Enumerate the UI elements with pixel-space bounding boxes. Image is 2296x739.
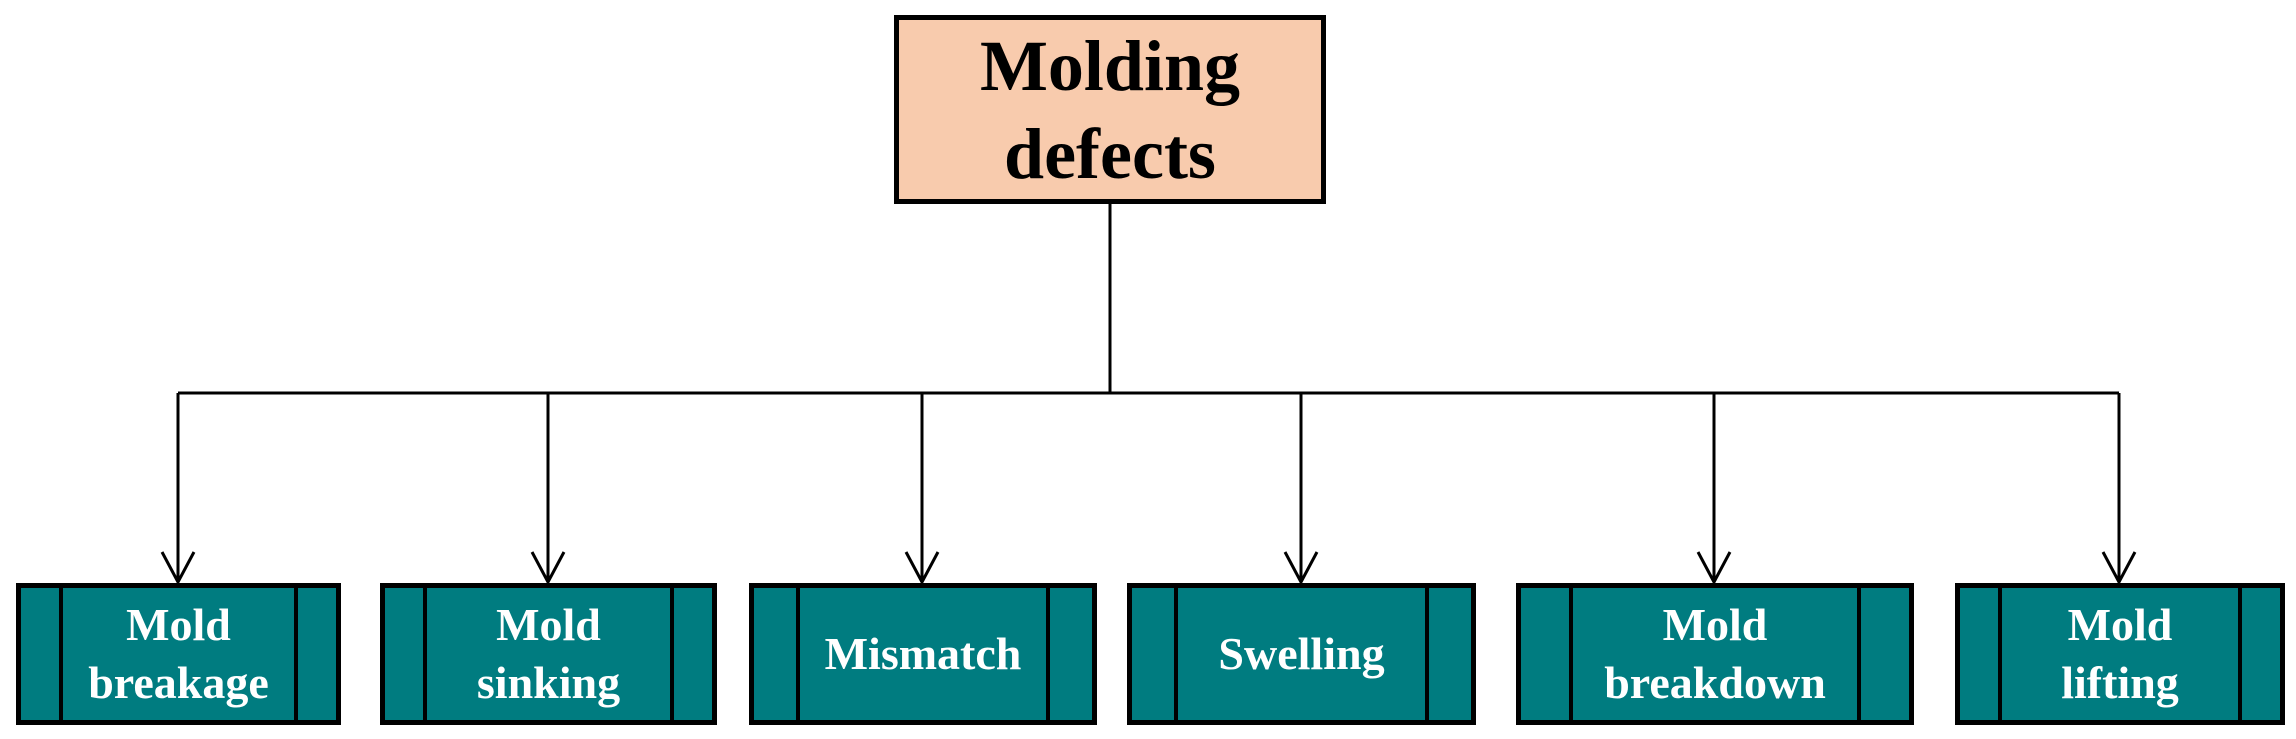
node-side-bar-left bbox=[1521, 588, 1573, 720]
child-node-mold-lifting: Mold lifting bbox=[1955, 583, 2285, 725]
node-side-bar-left bbox=[21, 588, 63, 720]
node-side-bar-left bbox=[385, 588, 427, 720]
node-side-bar-left bbox=[1960, 588, 2002, 720]
node-side-bar-right bbox=[1046, 588, 1092, 720]
node-side-bar-right bbox=[2238, 588, 2280, 720]
child-node-mismatch: Mismatch bbox=[749, 583, 1097, 725]
arrowhead-icon bbox=[1696, 551, 1732, 586]
child-node-mold-breakage: Mold breakage bbox=[16, 583, 341, 725]
child-node-mold-breakdown: Mold breakdown bbox=[1516, 583, 1914, 725]
node-side-bar-left bbox=[1132, 588, 1178, 720]
node-side-bar-right bbox=[1425, 588, 1471, 720]
child-node-label: Swelling bbox=[1218, 628, 1385, 679]
node-side-bar-right bbox=[294, 588, 336, 720]
child-node-label: Mold sinking bbox=[476, 599, 621, 708]
arrowhead-icon bbox=[530, 551, 566, 586]
root-node-label: Molding defects bbox=[979, 25, 1241, 194]
child-node-label: Mold lifting bbox=[2061, 599, 2179, 708]
node-side-bar-right bbox=[1857, 588, 1909, 720]
child-node-label: Mold breakage bbox=[88, 599, 269, 708]
arrowhead-icon bbox=[1283, 551, 1319, 586]
arrowhead-icon bbox=[160, 551, 196, 586]
child-node-label: Mismatch bbox=[824, 628, 1022, 679]
root-node-molding-defects: Molding defects bbox=[894, 15, 1326, 204]
child-node-label: Mold breakdown bbox=[1604, 599, 1826, 708]
child-node-swelling: Swelling bbox=[1127, 583, 1476, 725]
node-side-bar-left bbox=[754, 588, 800, 720]
node-side-bar-right bbox=[670, 588, 712, 720]
arrowhead-icon bbox=[2101, 551, 2137, 586]
child-node-mold-sinking: Mold sinking bbox=[380, 583, 717, 725]
arrowhead-icon bbox=[904, 551, 940, 586]
